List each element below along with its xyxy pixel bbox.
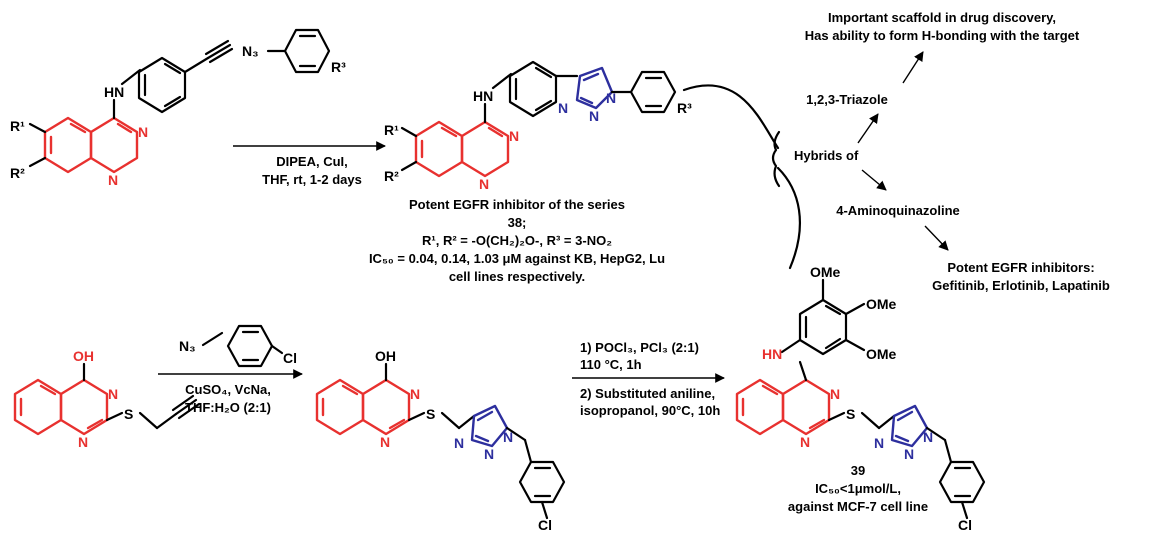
link-curve-bottom <box>776 166 801 270</box>
reaction3-step1-line2: 110 °C, 1h <box>580 357 642 372</box>
compound-38-structure: HN R¹ R² N N N N N R³ <box>384 60 692 192</box>
n3-ring-label-b: N <box>410 386 420 402</box>
ome-label-mid: OMe <box>866 296 897 312</box>
nh-label-39: HN <box>762 346 782 362</box>
compound-39-ic50: IC₅₀<1μmol/L, <box>815 481 901 496</box>
n3-ring-label-38: N <box>509 128 519 144</box>
n3-ring-label: N <box>138 124 148 140</box>
s-label-b: S <box>426 406 435 422</box>
n1-ring-label-39: N <box>800 434 810 450</box>
triazole-n-label-i: N <box>923 429 933 445</box>
aminoquinazoline-label: 4-Aminoquinazoline <box>836 203 960 218</box>
triazole-n-label-c: N <box>606 90 616 106</box>
s-label-39: S <box>846 406 855 422</box>
egfr-inhibitors-line1: Potent EGFR inhibitors: <box>947 260 1094 275</box>
scaffold-line2: Has ability to form H-bonding with the t… <box>805 28 1080 43</box>
reaction3-step2-line2: isopropanol, 90°C, 10h <box>580 403 720 418</box>
triazole-n-label-d: N <box>454 435 464 451</box>
compound-39-target: against MCF-7 cell line <box>788 499 928 514</box>
reaction2-conditions-line2: THF:H₂O (2:1) <box>185 400 271 415</box>
n1-ring-label: N <box>108 172 118 188</box>
triazole-label: 1,2,3-Triazole <box>806 92 888 107</box>
hybrid-to-triazole-arrow <box>857 113 879 144</box>
reaction1-conditions-line1: DIPEA, CuI, <box>276 154 348 169</box>
aminoquinazoline-to-egfr-arrow <box>924 225 949 251</box>
compound-39-number: 39 <box>851 463 865 478</box>
triazole-n-label-e: N <box>484 446 494 462</box>
r3-label-38: R³ <box>677 100 692 116</box>
triazole-intermediate: OH N N S N N N Cl <box>315 348 566 533</box>
compound-39-structure: OMe OMe OMe HN N N S N N N Cl <box>735 264 986 533</box>
triazole-n-label-f: N <box>503 429 513 445</box>
triazole-n-label-g: N <box>874 435 884 451</box>
triazole-to-scaffold-arrow <box>902 51 924 84</box>
compound-38-substituents: R¹, R² = -O(CH₂)₂O-, R³ = 3-NO₂ <box>422 233 612 248</box>
s-label-a: S <box>124 406 133 422</box>
propargyl-thio-quinazolinol: OH N N S <box>13 348 201 450</box>
compound-38-ic50: IC₅₀ = 0.04, 0.14, 1.03 μM against KB, H… <box>369 251 665 266</box>
reaction1-conditions-line2: THF, rt, 1-2 days <box>262 172 362 187</box>
ome-label-bottom: OMe <box>866 346 897 362</box>
benzyl-azide-label: N₃ <box>179 338 196 354</box>
cl-label-intermediate: Cl <box>538 517 552 533</box>
n1-ring-label-b: N <box>380 434 390 450</box>
reaction2-conditions-line1: CuSO₄, VcNa, <box>185 382 271 397</box>
compound-38-number: 38; <box>508 215 527 230</box>
compound-38-ic50-tail: cell lines respectively. <box>449 269 585 284</box>
n3-ring-label-a: N <box>108 386 118 402</box>
benzyl-azide-reagent: N₃ Cl <box>179 324 297 368</box>
reaction3-step2-line1: 2) Substituted aniline, <box>580 386 715 401</box>
r2-label-38: R² <box>384 168 399 184</box>
r3-label: R³ <box>331 59 346 75</box>
r2-label: R² <box>10 165 25 181</box>
oh-label-a: OH <box>73 348 94 364</box>
hybrid-to-aminoquinazoline-arrow <box>861 169 887 191</box>
cl-label-39: Cl <box>958 517 972 533</box>
starting-material-alkyne: HN R¹ R² N N <box>10 39 234 188</box>
hybrid-brace <box>771 130 781 188</box>
link-curve-top <box>682 84 780 150</box>
compound-38-caption: Potent EGFR inhibitor of the series <box>409 197 625 212</box>
oh-label-b: OH <box>375 348 396 364</box>
azide-label: N₃ <box>242 43 259 59</box>
triazole-n-label-a: N <box>558 100 568 116</box>
nh-label: HN <box>104 84 124 100</box>
triazole-n-label-b: N <box>589 108 599 124</box>
n3-ring-label-39: N <box>830 386 840 402</box>
n1-ring-label-a: N <box>78 434 88 450</box>
egfr-inhibitors-line2: Gefitinib, Erlotinib, Lapatinib <box>932 278 1110 293</box>
reaction3-step1-line1: 1) POCl₃, PCl₃ (2:1) <box>580 340 699 355</box>
r1-label-38: R¹ <box>384 122 399 138</box>
hybrids-label: Hybrids of <box>794 148 859 163</box>
cl-label-reagent: Cl <box>283 350 297 366</box>
n1-ring-label-38: N <box>479 176 489 192</box>
ome-label-top: OMe <box>810 264 841 280</box>
triazole-n-label-h: N <box>904 446 914 462</box>
aryl-azide-reagent: N₃ R³ <box>242 28 346 75</box>
scaffold-line1: Important scaffold in drug discovery, <box>828 10 1056 25</box>
r1-label: R¹ <box>10 118 25 134</box>
nh-label-38: HN <box>473 88 493 104</box>
